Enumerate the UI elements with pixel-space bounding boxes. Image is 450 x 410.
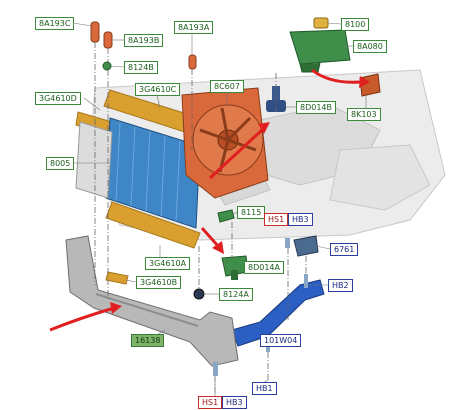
- radiator-side-frame: [75, 121, 113, 199]
- air-duct-101w04: [231, 279, 325, 347]
- label-8100: 8100: [341, 18, 370, 31]
- sensor-8124a: [193, 288, 205, 300]
- label-hb2: HB2: [328, 279, 353, 292]
- label-hs1-top: HS1: [264, 213, 289, 226]
- label-8a193c: 8A193C: [35, 17, 75, 30]
- label-8a080: 8A080: [353, 40, 387, 53]
- label-8d014a: 8D014A: [244, 261, 284, 274]
- label-8124b: 8124B: [124, 61, 158, 74]
- label-8115: 8115: [237, 206, 266, 219]
- hose-fittings: [90, 21, 197, 71]
- bracket-6761: [293, 235, 319, 257]
- label-8005: 8005: [46, 157, 75, 170]
- label-hb3-top: HB3: [288, 213, 313, 226]
- label-3g4610d: 3G4610D: [35, 92, 81, 105]
- crossmember-16138: [65, 235, 239, 367]
- label-3g4610b: 3G4610B: [136, 276, 182, 289]
- coolant-reservoir: [289, 17, 351, 73]
- label-101w04: 101W04: [260, 334, 302, 347]
- label-8c607: 8C607: [210, 80, 244, 93]
- fan-assembly: [181, 87, 269, 199]
- label-3g4610a: 3G4610A: [145, 257, 191, 270]
- label-6761: 6761: [330, 243, 359, 256]
- red-arrows: [49, 68, 370, 332]
- label-16138: 16138: [131, 334, 165, 347]
- label-8124a: 8124A: [219, 288, 253, 301]
- label-8d014b: 8D014B: [296, 101, 337, 114]
- label-8a193b: 8A193B: [124, 34, 164, 47]
- label-hs1-bottom: HS1: [198, 396, 223, 409]
- sensor-8115: [217, 209, 235, 223]
- label-3g4610c: 3G4610C: [135, 83, 181, 96]
- label-8a193a: 8A193A: [174, 21, 214, 34]
- label-hb3-bottom: HB3: [222, 396, 247, 409]
- label-hb1: HB1: [252, 382, 277, 395]
- label-8k103: 8K103: [347, 108, 381, 121]
